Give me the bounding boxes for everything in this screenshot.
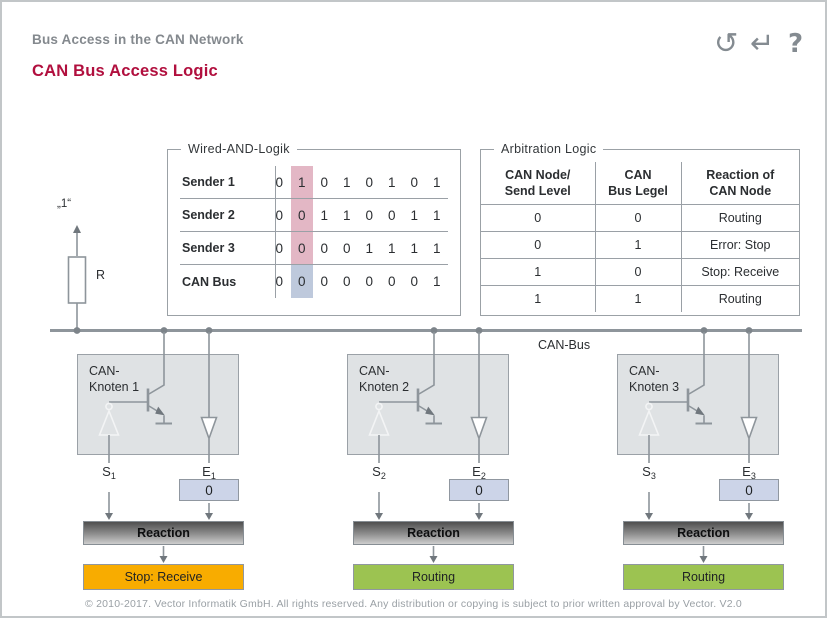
pullup-resistor: [67, 225, 87, 329]
receive-value-box-3: 0: [719, 479, 779, 501]
bit-cell: 1: [432, 274, 441, 289]
cell: Stop: Receive: [681, 258, 799, 286]
cell: 0: [595, 204, 682, 232]
wired-and-legend: Wired-AND-Logik: [188, 142, 290, 156]
reaction-bar-3: Reaction: [623, 521, 784, 545]
bit-cell: 1: [387, 240, 396, 256]
table-row: CAN Bus 0 0 0 0 0 0 0 1: [180, 265, 448, 298]
bus-junction-dots: [73, 327, 753, 334]
bit-cell: 0: [320, 174, 328, 190]
reaction-bar-2: Reaction: [353, 521, 514, 545]
reaction-bar-1: Reaction: [83, 521, 244, 545]
receive-value-box-1: 0: [179, 479, 239, 501]
cell: 0: [595, 258, 682, 286]
table-row: Sender 3 0 0 0 0 1 1 1 1: [180, 232, 448, 265]
bit-cell: 1: [365, 240, 373, 256]
table-row: 1 1 Routing: [481, 285, 799, 312]
row-label: Sender 2: [182, 208, 235, 222]
bit-cell: 0: [365, 174, 373, 190]
send-signal-label-2: S2: [372, 464, 386, 481]
cell: 1: [595, 231, 682, 259]
table-row: 0 1 Error: Stop: [481, 231, 799, 259]
bit-cell: 0: [387, 274, 396, 289]
result-box-2: Routing: [353, 564, 514, 590]
bit-cell: 0: [342, 240, 351, 256]
bit-cell-highlighted: 0: [290, 232, 313, 264]
return-icon[interactable]: ↵: [750, 26, 775, 60]
bit-cell: 0: [275, 274, 283, 289]
can-node-1-box: CAN- Knoten 1: [77, 354, 239, 455]
page-title: CAN Bus Access Logic: [32, 62, 218, 80]
bit-cell: 0: [275, 240, 283, 256]
can-node-2-box: CAN- Knoten 2: [347, 354, 509, 455]
receive-value-box-2: 0: [449, 479, 509, 501]
bit-cell: 0: [387, 207, 396, 223]
help-icon[interactable]: ?: [788, 29, 804, 59]
can-node-3-title: CAN- Knoten 3: [629, 364, 680, 395]
bit-cell: 1: [342, 207, 351, 223]
row-label: CAN Bus: [182, 274, 237, 289]
cell: Error: Stop: [681, 231, 799, 259]
wired-and-table: Sender 1 0 1 0 1 0 1 0 1 Sender 2 0 0 1 …: [180, 166, 448, 298]
wired-and-panel: Wired-AND-Logik Sender 1 0 1 0 1 0 1 0 1…: [167, 142, 461, 316]
cell: 1: [481, 285, 596, 312]
row-label: Sender 1: [182, 175, 235, 189]
bit-cell: 1: [432, 207, 441, 223]
lesson-subtitle: Bus Access in the CAN Network: [32, 32, 244, 47]
send-signal-label-3: S3: [642, 464, 656, 481]
bit-cell: 0: [275, 174, 283, 190]
recessive-level-label: „1“: [57, 198, 72, 210]
can-node-1-title: CAN- Knoten 1: [89, 364, 140, 395]
bit-cell-highlighted: 1: [290, 166, 313, 198]
bit-cell: 0: [365, 274, 373, 289]
cell: Routing: [681, 204, 799, 232]
result-box-3: Routing: [623, 564, 784, 590]
table-row: 1 0 Stop: Receive: [481, 258, 799, 286]
bit-cell: 1: [432, 240, 441, 256]
cell: Routing: [718, 291, 762, 306]
resistor-label: R: [96, 268, 106, 282]
column-header: Reaction of CAN Node: [681, 162, 799, 205]
row-label: Sender 3: [182, 241, 235, 255]
bit-cell: 1: [342, 174, 351, 190]
bit-cell: 1: [432, 174, 441, 190]
arbitration-legend: Arbitration Logic: [501, 142, 597, 156]
wired-and-divider: [275, 166, 276, 298]
bit-cell-highlighted: 0: [290, 265, 313, 298]
bit-cell: 0: [320, 274, 328, 289]
reload-icon[interactable]: ↺: [714, 26, 739, 60]
cell: 1: [595, 285, 682, 312]
cell: 0: [481, 204, 596, 232]
table-row: Sender 2 0 0 1 1 0 0 1 1: [180, 199, 448, 232]
cell: 1: [481, 258, 596, 286]
result-box-1: Stop: Receive: [83, 564, 244, 590]
bit-cell: 0: [342, 274, 351, 289]
copyright-text: © 2010-2017. Vector Informatik GmbH. All…: [85, 598, 742, 610]
can-node-2-title: CAN- Knoten 2: [359, 364, 410, 395]
arbitration-table: CAN Node/ Send Level CAN Bus Legel React…: [481, 162, 799, 312]
arbitration-panel: Arbitration Logic CAN Node/ Send Level C…: [480, 142, 800, 316]
bit-cell: 0: [320, 240, 328, 256]
table-header-row: CAN Node/ Send Level CAN Bus Legel React…: [481, 162, 799, 205]
bit-cell: 0: [275, 207, 283, 223]
bit-cell-highlighted: 0: [290, 199, 313, 231]
receive-signal-label-1: E1: [202, 464, 216, 481]
bit-cell: 0: [410, 274, 418, 289]
bit-cell: 1: [320, 207, 328, 223]
bit-cell: 1: [387, 174, 396, 190]
bit-cell: 0: [365, 207, 373, 223]
send-signal-label-1: S1: [102, 464, 116, 481]
table-row: 0 0 Routing: [481, 204, 799, 232]
bit-cell: 1: [410, 240, 418, 256]
column-header: CAN Bus Legel: [595, 162, 682, 205]
bit-cell: 1: [410, 207, 418, 223]
bit-cell: 0: [410, 174, 418, 190]
cell: 0: [481, 231, 596, 259]
can-bus-label: CAN-Bus: [538, 338, 591, 352]
column-header: CAN Node/ Send Level: [481, 162, 596, 205]
table-row: Sender 1 0 1 0 1 0 1 0 1: [180, 166, 448, 199]
can-node-3-box: CAN- Knoten 3: [617, 354, 779, 455]
